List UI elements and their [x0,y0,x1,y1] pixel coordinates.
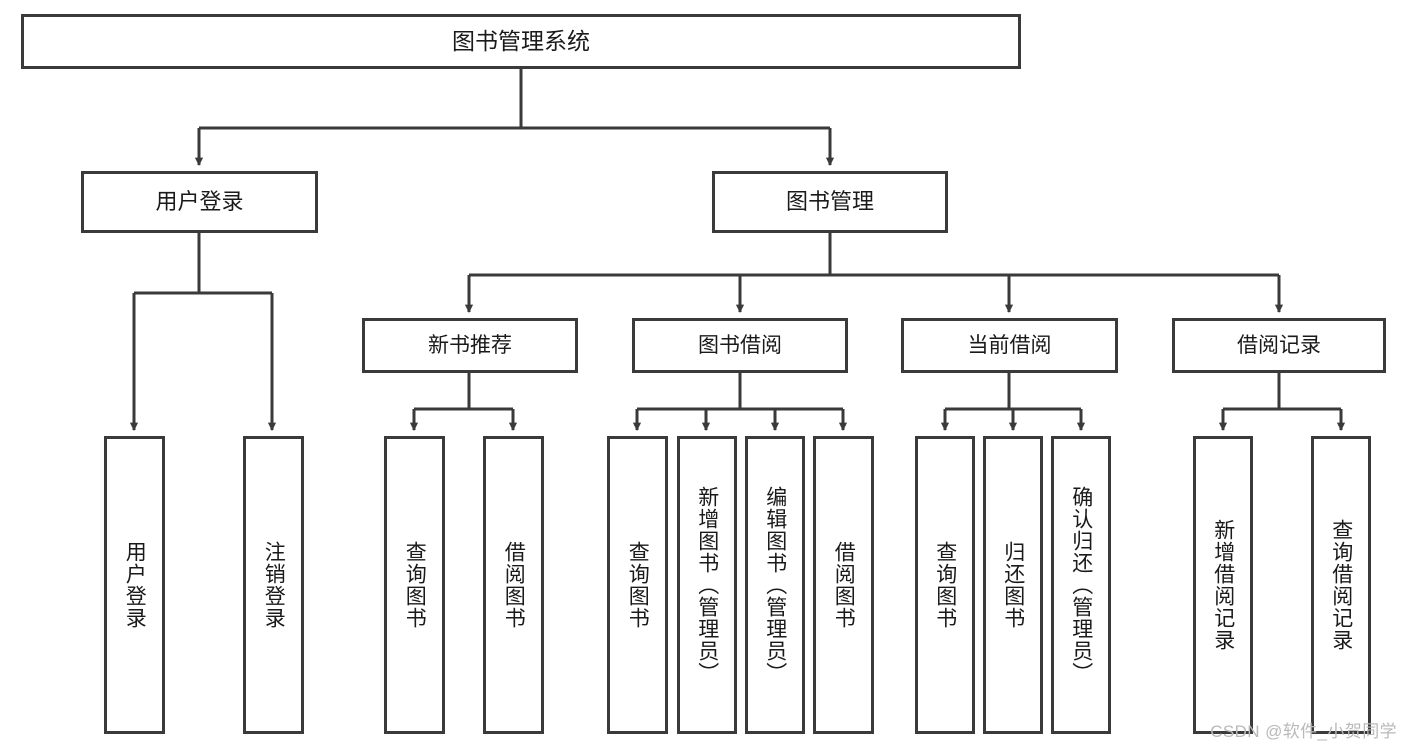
node-leaf-edit-book[interactable]: 编辑图书（管理员） [745,436,805,734]
node-label: 用户登录 [123,541,147,629]
node-leaf-logout-login[interactable]: 注销登录 [243,436,304,734]
node-leaf-query-book-2[interactable]: 查询图书 [607,436,668,734]
node-label: 归还图书 [1001,541,1025,629]
node-label: 编辑图书（管理员） [763,486,787,684]
node-current-borrow[interactable]: 当前借阅 [901,318,1118,373]
node-book-management[interactable]: 图书管理 [712,171,948,233]
node-label: 当前借阅 [967,333,1052,357]
node-leaf-confirm-return[interactable]: 确认归还（管理员） [1051,436,1111,734]
node-label: 查询图书 [933,541,957,629]
node-leaf-add-record[interactable]: 新增借阅记录 [1193,436,1253,734]
node-label: 查询图书 [626,541,650,629]
node-leaf-borrow-book-1[interactable]: 借阅图书 [483,436,544,734]
node-leaf-return-book[interactable]: 归还图书 [983,436,1043,734]
node-label: 注销登录 [262,541,286,629]
node-book-borrow[interactable]: 图书借阅 [632,318,848,373]
node-label: 新增图书（管理员） [695,486,719,684]
node-label: 新书推荐 [428,333,512,357]
node-label: 查询借阅记录 [1329,519,1353,651]
node-leaf-query-book-3[interactable]: 查询图书 [915,436,975,734]
node-label: 图书管理系统 [452,27,590,54]
node-leaf-user-login[interactable]: 用户登录 [104,436,165,734]
watermark-text: CSDN @软件_小贺同学 [1210,722,1397,741]
node-label: 用户登录 [155,188,244,214]
node-borrow-record[interactable]: 借阅记录 [1172,318,1386,373]
node-leaf-borrow-book-2[interactable]: 借阅图书 [813,436,874,734]
node-label: 图书借阅 [698,333,782,357]
node-new-book-recommend[interactable]: 新书推荐 [362,318,578,373]
node-label: 借阅记录 [1237,333,1321,357]
node-label: 查询图书 [403,541,427,629]
node-leaf-add-book[interactable]: 新增图书（管理员） [677,436,737,734]
node-label: 图书管理 [785,188,874,214]
node-label: 借阅图书 [502,541,526,629]
node-user-login[interactable]: 用户登录 [81,171,318,233]
node-leaf-query-record[interactable]: 查询借阅记录 [1311,436,1371,734]
node-label: 借阅图书 [832,541,856,629]
node-leaf-query-book-1[interactable]: 查询图书 [384,436,445,734]
node-label: 新增借阅记录 [1211,519,1235,651]
node-root-system[interactable]: 图书管理系统 [21,14,1021,69]
node-label: 确认归还（管理员） [1069,486,1093,684]
